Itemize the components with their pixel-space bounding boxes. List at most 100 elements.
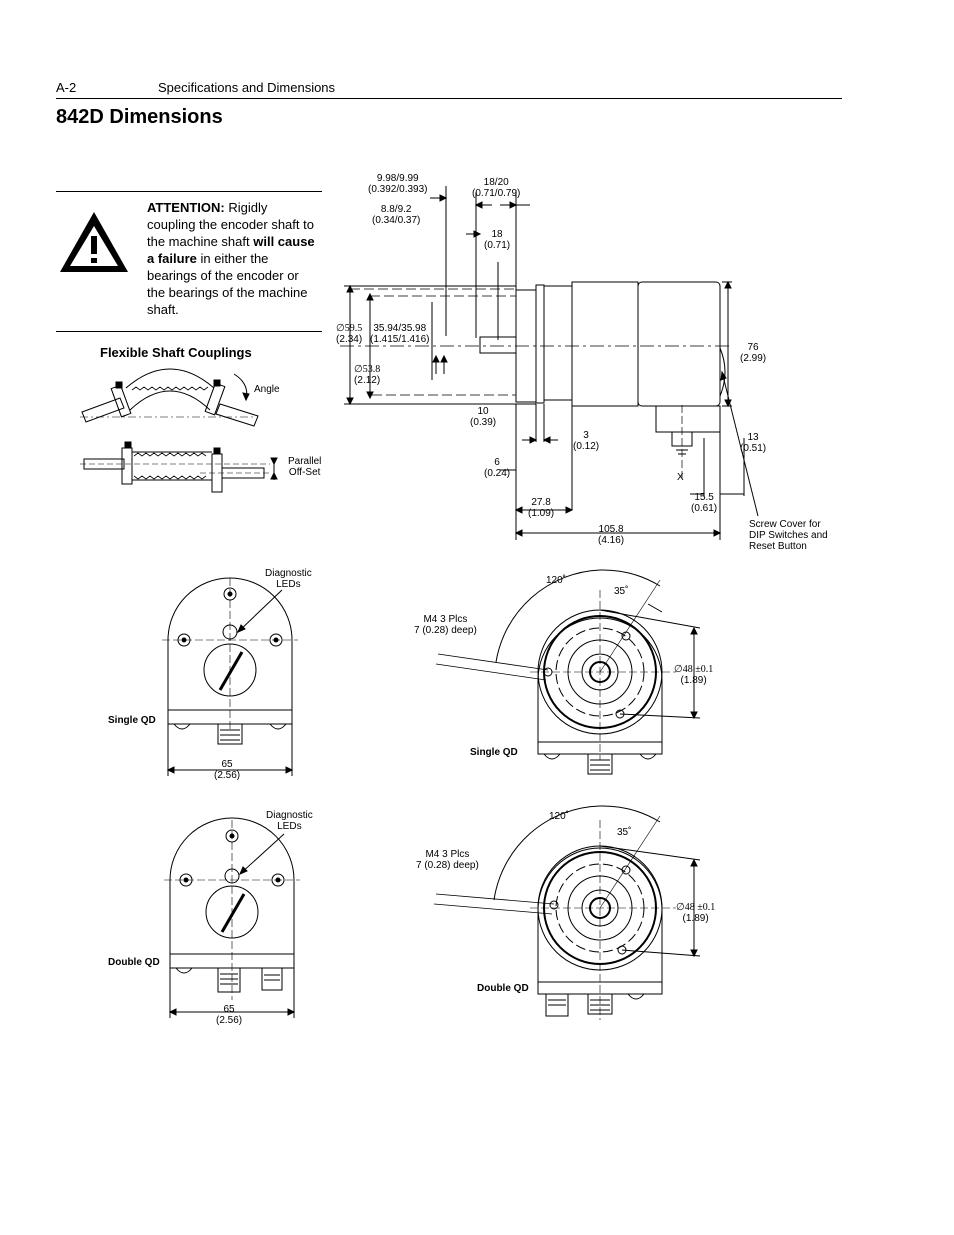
single-qd-front-view	[162, 577, 298, 776]
single-bolt-circle: ∅48 ±0.1(1.89)	[674, 664, 713, 686]
holes-line: M4 3 Plcs	[425, 849, 470, 860]
dim-dia-59: ∅59.5(2.34)	[336, 323, 362, 345]
dim-value: 18/20	[483, 177, 509, 188]
x-label: X	[677, 472, 684, 483]
attention-text-2: in either the bearings of the encoder or…	[147, 251, 308, 317]
dim-inch: (0.392/0.393)	[368, 184, 428, 195]
dim-value: 65	[221, 759, 233, 770]
attention-text-1: Rigidly coupling the encoder shaft to th…	[147, 200, 314, 249]
dim-inch: (1.89)	[682, 913, 709, 924]
dim-3: 3(0.12)	[573, 430, 599, 452]
dim-6: 6(0.24)	[484, 457, 510, 479]
dim-value: 9.98/9.99	[376, 173, 419, 184]
double-qd-front-view	[164, 817, 300, 1018]
dim-inch: (1.89)	[680, 675, 707, 686]
dim-value: ∅48 ±0.1	[676, 902, 716, 913]
single-width-dim: 65(2.56)	[214, 759, 240, 781]
dim-inch: (0.39)	[470, 417, 497, 428]
dim-10: 10(0.39)	[470, 406, 496, 428]
dim-inch: (4.16)	[598, 535, 625, 546]
warning-triangle-icon	[60, 212, 128, 272]
parallel-line-2: Off-Set	[288, 467, 321, 478]
dim-value: 18	[491, 229, 503, 240]
leds-line: LEDs	[277, 821, 302, 832]
holes-line: 7 (0.28) deep)	[416, 860, 479, 871]
dim-inch: (0.51)	[740, 443, 767, 454]
dim-inch: (2.56)	[214, 770, 241, 781]
dim-inch: (1.09)	[528, 508, 555, 519]
note-line: Reset Button	[749, 541, 807, 552]
parallel-coupling-drawing	[80, 441, 278, 493]
holes-line: 7 (0.28) deep)	[414, 625, 477, 636]
attention-top-rule	[56, 191, 322, 192]
dim-value: 65	[223, 1004, 235, 1015]
dim-value: 6	[494, 457, 500, 468]
couplings-heading: Flexible Shaft Couplings	[100, 345, 252, 360]
single-qd-flange-view	[435, 569, 701, 775]
double-angle-35: 35˚	[617, 827, 632, 838]
dim-shaft-18: 18(0.71)	[484, 229, 510, 251]
double-qd-flange-view	[433, 805, 701, 1020]
dim-shaft-dia: 9.98/9.99(0.392/0.393)	[368, 173, 428, 195]
dim-inch: (0.34/0.37)	[372, 215, 421, 226]
note-line: DIP Switches and	[749, 530, 828, 541]
parallel-line-1: Parallel	[288, 456, 322, 467]
dim-flat: 8.8/9.2(0.34/0.37)	[372, 204, 420, 226]
attention-bottom-rule	[56, 331, 322, 332]
single-angle-35: 35˚	[614, 586, 629, 597]
dim-inch: (1.415/1.416)	[370, 334, 430, 345]
leds-line: Diagnostic	[266, 810, 313, 821]
dim-105-8: 105.8(4.16)	[598, 524, 624, 546]
dim-height-76: 76(2.99)	[740, 342, 766, 364]
dim-13: 13(0.51)	[740, 432, 766, 454]
dim-value: 15.5	[694, 492, 714, 503]
dim-value: 13	[747, 432, 759, 443]
page-title: 842D Dimensions	[56, 106, 223, 128]
angle-label: Angle	[254, 384, 280, 395]
encoder-side-view	[340, 186, 759, 540]
dim-value: 10	[477, 406, 489, 417]
dim-inch: (0.12)	[573, 441, 600, 452]
section-title: Specifications and Dimensions	[158, 80, 336, 95]
note-line: Screw Cover for	[749, 519, 821, 530]
angled-coupling-drawing	[80, 368, 259, 427]
dim-value: 27.8	[531, 497, 551, 508]
dim-inch: (2.99)	[740, 353, 767, 364]
dim-dia-53: ∅53.8(2.12)	[354, 364, 380, 386]
dim-spigot: 35.94/35.98(1.415/1.416)	[370, 323, 430, 345]
dim-27-8: 27.8(1.09)	[528, 497, 554, 519]
double-width-dim: 65(2.56)	[216, 1004, 242, 1026]
single-angle-120: 120˚	[546, 575, 567, 586]
leds-line: LEDs	[276, 579, 301, 590]
double-bolt-circle: ∅48 ±0.1(1.89)	[676, 902, 715, 924]
double-flange-label: Double QD	[477, 983, 529, 994]
dim-value: 35.94/35.98	[373, 323, 427, 334]
dim-inch: (0.71/0.79)	[472, 188, 521, 199]
dim-value: 3	[583, 430, 589, 441]
dim-value: 105.8	[598, 524, 624, 535]
dim-inch: (2.12)	[354, 375, 381, 386]
dim-inch: (2.56)	[216, 1015, 243, 1026]
dim-15-5: 15.5(0.61)	[691, 492, 717, 514]
attention-lead: ATTENTION:	[147, 200, 225, 215]
double-qd-label: Double QD	[108, 957, 160, 968]
dim-shaft-length: 18/20(0.71/0.79)	[472, 177, 520, 199]
dim-value: ∅48 ±0.1	[674, 664, 714, 675]
page-number: A-2	[56, 80, 77, 95]
dim-value: ∅59.5	[336, 323, 363, 334]
dim-inch: (0.24)	[484, 468, 511, 479]
dim-inch: (2.34)	[336, 334, 363, 345]
single-flange-label: Single QD	[470, 747, 518, 758]
dim-inch: (0.71)	[484, 240, 511, 251]
holes-line: M4 3 Plcs	[423, 614, 468, 625]
dim-value: ∅53.8	[354, 364, 381, 375]
single-qd-label: Single QD	[108, 715, 156, 726]
header-rule	[56, 98, 842, 99]
attention-text: ATTENTION: Rigidly coupling the encoder …	[147, 199, 317, 318]
dim-value: 76	[747, 342, 759, 353]
